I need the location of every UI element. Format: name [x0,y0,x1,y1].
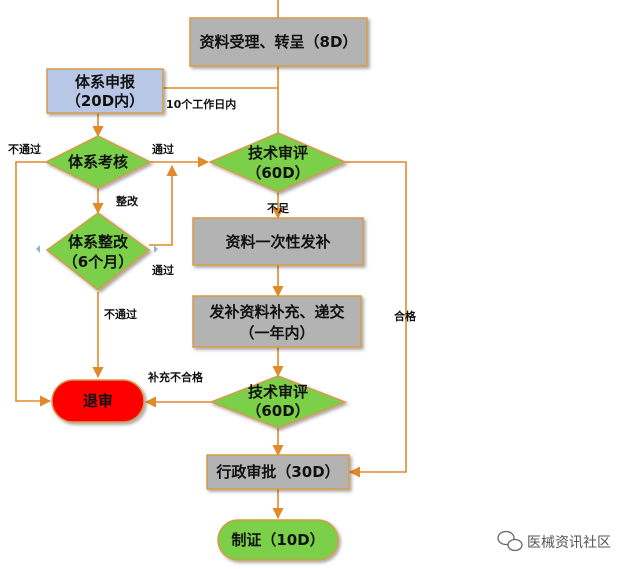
connectors [15,0,407,520]
edge-review-notpass-to-reject [15,161,52,407]
watermark: 医械资讯社区 [497,530,611,552]
label-not-pass-left: 不通过 [8,142,41,156]
node-certify-text: 制证（10D） [231,531,324,549]
node-accept: 资料受理、转呈（8D） [189,17,368,67]
label-supplement-fail: 补充不合格 [147,370,204,384]
wechat-icon [497,530,523,552]
node-reject: 退审 [51,379,145,423]
label-not-pass-bottom: 不通过 [104,307,137,321]
node-system-apply: 体系申报 （20D内） [46,68,164,114]
node-system-rectify-line1: 体系整改 [68,233,129,251]
node-supplement-submit: 发补资料补充、递交 （一年内） [192,295,362,348]
node-admin-approve-text: 行政审批（30D） [215,463,339,481]
edge-rectify-pass-up [149,164,178,246]
node-system-rectify-line2: （6个月） [63,253,133,271]
watermark-text: 医械资讯社区 [527,535,611,551]
node-supplement-once-text: 资料一次性发补 [225,233,330,251]
node-tech-review-2: 技术审评 （60D） [208,375,348,429]
left-arrow-mark [36,245,40,253]
label-ten-days: 10个工作日内 [166,97,236,111]
node-reject-text: 退审 [83,392,113,410]
label-pass-rectify: 通过 [152,263,174,277]
node-certify: 制证（10D） [217,519,339,561]
node-accept-text: 资料受理、转呈（8D） [200,33,358,51]
right-arrow-mark [154,245,158,253]
node-tech-review-2-line1: 技术审评 [248,383,308,401]
label-qualified: 合格 [394,309,417,323]
label-pass-top: 通过 [152,142,174,156]
node-tech-review-1: 技术审评 （60D） [208,132,347,193]
label-rectify: 整改 [115,194,139,208]
label-not-ok: 不足 [267,202,290,215]
node-system-review-text: 体系考核 [68,153,128,171]
node-admin-approve: 行政审批（30D） [206,454,350,490]
node-tech-review-2-line2: （60D） [246,402,309,420]
node-tech-review-1-line1: 技术审评 [248,144,308,162]
node-supplement-once: 资料一次性发补 [192,217,364,266]
node-supplement-submit-line1: 发补资料补充、递交 [208,303,344,321]
node-system-review: 体系考核 [44,135,152,189]
edge-tech1-qualified-to-admin [345,161,407,478]
node-system-rectify: 体系整改 （6个月） [45,212,151,291]
node-supplement-submit-line2: （一年内） [239,324,314,342]
node-tech-review-1-line2: （60D） [246,164,309,182]
node-system-apply-line2: （20D内） [66,92,144,110]
node-system-apply-line1: 体系申报 [75,73,135,91]
